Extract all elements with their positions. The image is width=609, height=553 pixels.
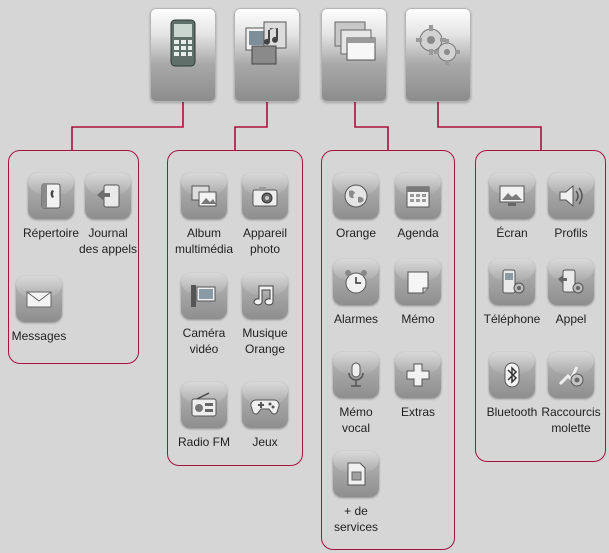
menu-item-label: Agenda	[397, 226, 439, 240]
menu-item-label: Appel	[555, 312, 587, 326]
bluetooth-icon	[489, 352, 535, 398]
gamepad-icon	[242, 382, 288, 428]
camera-icon	[242, 173, 288, 219]
display-icon	[489, 173, 535, 219]
envelope-icon	[16, 276, 62, 322]
menu-item-label: Orange	[335, 226, 377, 240]
group-multimedia	[167, 150, 303, 466]
menu-item-label: Bluetooth	[486, 405, 538, 419]
menu-item-profils[interactable]: Profils	[531, 173, 609, 241]
group-organizer	[321, 150, 455, 550]
menu-item-label: Profils	[554, 226, 588, 240]
menu-item-label: Extras	[400, 405, 435, 419]
video-camera-icon	[181, 273, 227, 319]
menu-item-label: Jeux	[252, 435, 278, 449]
calendar-icon	[395, 173, 441, 219]
menu-item-label: Téléphone	[483, 312, 541, 326]
category-icon-organizer[interactable]	[321, 8, 387, 102]
menu-item-extras[interactable]: Extras	[378, 352, 458, 420]
gears-icon	[416, 25, 460, 65]
menu-item-label: Messages	[11, 329, 67, 343]
microphone-icon	[333, 352, 379, 398]
category-icon-phone[interactable]	[150, 8, 216, 102]
menu-item-label: Radio FM	[177, 435, 230, 449]
menu-item-bluetooth[interactable]: Bluetooth	[472, 352, 552, 420]
phone-settings-icon	[489, 259, 535, 305]
menu-item-jeux[interactable]: Jeux	[225, 382, 305, 450]
call-settings-icon	[548, 259, 594, 305]
menu-item-label: Écran	[496, 226, 528, 240]
menu-item-label: Alarmes	[333, 312, 378, 326]
alarm-clock-icon	[333, 259, 379, 305]
menu-item-memo[interactable]: Mémo	[378, 259, 458, 327]
music-icon	[242, 273, 288, 319]
group-phone	[8, 150, 139, 364]
mobile-phone-icon	[170, 19, 196, 67]
sim-card-icon	[333, 451, 379, 497]
multimedia-icon	[245, 21, 287, 65]
shortcut-wheel-icon	[548, 352, 594, 398]
photo-album-icon	[181, 173, 227, 219]
memo-note-icon	[395, 259, 441, 305]
menu-item-label: Mémo	[401, 312, 435, 326]
category-icon-multimedia[interactable]	[234, 8, 300, 102]
group-settings	[475, 150, 606, 462]
radio-icon	[181, 382, 227, 428]
address-book-icon	[28, 173, 74, 219]
call-log-icon	[85, 173, 131, 219]
menu-item-repertoire[interactable]: Répertoire	[11, 173, 91, 241]
menu-item-radio-fm[interactable]: Radio FM	[164, 382, 244, 450]
menu-item-label: Répertoire	[22, 226, 80, 240]
menu-item-messages[interactable]: Messages	[0, 276, 79, 344]
menu-item-ecran[interactable]: Écran	[472, 173, 552, 241]
menu-item-alarmes[interactable]: Alarmes	[316, 259, 396, 327]
plus-icon	[395, 352, 441, 398]
windows-stack-icon	[334, 21, 376, 61]
menu-item-telephone[interactable]: Téléphone	[472, 259, 552, 327]
menu-item-orange[interactable]: Orange	[316, 173, 396, 241]
category-icon-settings[interactable]	[405, 8, 471, 102]
menu-item-agenda[interactable]: Agenda	[378, 173, 458, 241]
speaker-icon	[548, 173, 594, 219]
menu-item-appel[interactable]: Appel	[531, 259, 609, 327]
globe-icon	[333, 173, 379, 219]
